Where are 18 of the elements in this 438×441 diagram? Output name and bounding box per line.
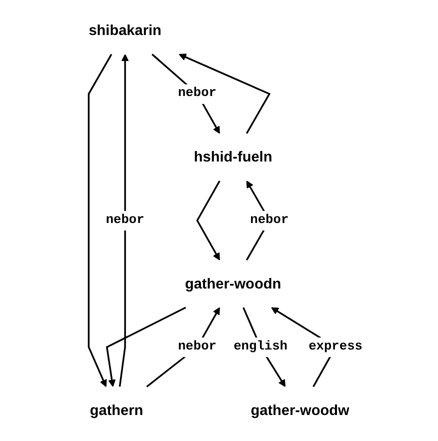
node-text: shibakarin xyxy=(88,22,162,38)
node-text: hshid-fueln xyxy=(194,148,272,166)
edge-label: english xyxy=(234,339,288,354)
node-text: gathern xyxy=(90,402,144,418)
arrow xyxy=(178,54,271,134)
arrow xyxy=(152,54,220,134)
edge-label: express xyxy=(308,339,362,354)
arrow xyxy=(146,307,220,388)
edge-label: nebor xyxy=(106,212,144,228)
edge-label: nebor xyxy=(250,212,289,228)
arrow xyxy=(106,306,186,388)
arrow xyxy=(118,54,129,387)
arrow xyxy=(88,54,112,388)
arrow xyxy=(196,180,220,260)
edge-label: nebor xyxy=(178,86,216,101)
node-text: gather-woodw xyxy=(250,402,350,418)
edge-label: nebor xyxy=(178,339,216,354)
node-text: gather-woodn xyxy=(184,275,282,292)
